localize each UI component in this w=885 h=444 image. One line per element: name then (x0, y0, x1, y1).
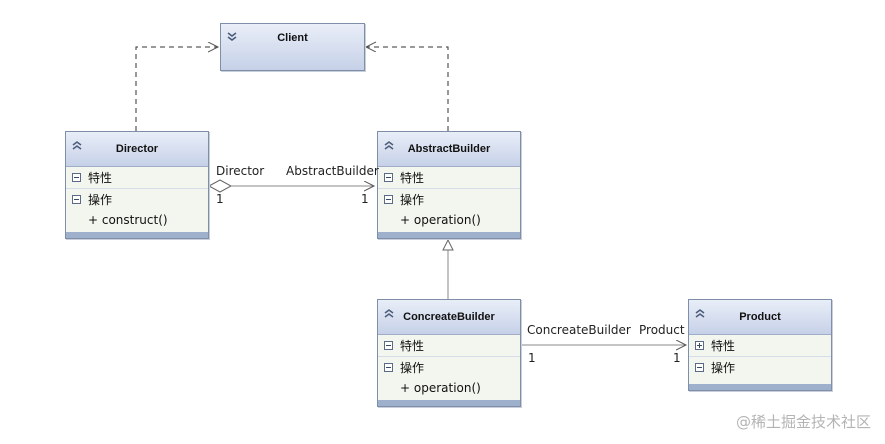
operations-label: 操作 (400, 193, 425, 207)
class-header: Director (66, 132, 208, 167)
collapse-chevron-up-icon[interactable] (383, 139, 395, 151)
class-abstract-builder[interactable]: AbstractBuilder 特性 操作 + operation() (377, 131, 521, 239)
class-name: ConcreateBuilder (403, 311, 495, 323)
dependency-director-client (135, 47, 218, 131)
attributes-label: 特性 (400, 171, 425, 185)
class-name: Client (277, 32, 308, 44)
attributes-section[interactable]: 特性 (378, 335, 520, 357)
expand-toggle-icon[interactable] (695, 341, 704, 350)
attributes-label: 特性 (711, 339, 736, 353)
collapse-toggle-icon[interactable] (384, 195, 393, 204)
class-header: AbstractBuilder (378, 132, 520, 167)
multiplicity-product: 1 (673, 351, 681, 365)
role-label-director: Director (216, 164, 265, 178)
attributes-section[interactable]: 特性 (689, 335, 831, 357)
operations-label: 操作 (711, 361, 736, 375)
class-header: Product (689, 300, 831, 335)
operation-item[interactable]: + operation() (400, 381, 481, 395)
class-footer (689, 384, 831, 390)
watermark: @稀土掘金技术社区 (735, 413, 871, 431)
dependency-builder-client (366, 47, 449, 131)
collapse-chevron-up-icon[interactable] (694, 307, 706, 319)
class-name: Product (739, 311, 781, 323)
class-header: Client (221, 24, 364, 52)
class-header: ConcreateBuilder (378, 300, 520, 335)
class-name: AbstractBuilder (407, 143, 491, 155)
class-footer (66, 232, 208, 238)
operations-section[interactable]: 操作 (378, 357, 520, 378)
generalization-triangle (442, 238, 454, 251)
operations-label: 操作 (88, 193, 113, 207)
role-label-abstract-builder: AbstractBuilder (286, 164, 379, 178)
class-name: Director (115, 143, 159, 155)
class-footer (378, 400, 520, 406)
collapse-chevron-up-icon[interactable] (383, 307, 395, 319)
collapse-toggle-icon[interactable] (72, 173, 81, 182)
collapse-chevron-down-icon[interactable] (226, 31, 238, 43)
attributes-section[interactable]: 特性 (378, 167, 520, 189)
collapse-toggle-icon[interactable] (384, 363, 393, 372)
role-label-concrete-builder: ConcreateBuilder (527, 323, 631, 337)
collapse-toggle-icon[interactable] (384, 173, 393, 182)
attributes-label: 特性 (88, 171, 113, 185)
multiplicity-director: 1 (216, 192, 224, 206)
collapse-toggle-icon[interactable] (72, 195, 81, 204)
class-client[interactable]: Client (220, 23, 365, 71)
class-concrete-builder[interactable]: ConcreateBuilder 特性 操作 + operation() (377, 299, 521, 407)
operations-section[interactable]: 操作 (378, 189, 520, 210)
class-product[interactable]: Product 特性 操作 (688, 299, 832, 391)
operations-label: 操作 (400, 361, 425, 375)
operation-item[interactable]: + operation() (400, 213, 481, 227)
class-director[interactable]: Director 特性 操作 + construct() (65, 131, 209, 239)
multiplicity-abstract-builder: 1 (361, 192, 369, 206)
collapse-chevron-up-icon[interactable] (71, 139, 83, 151)
aggregation-diamond (207, 179, 233, 193)
role-label-product: Product (639, 323, 685, 337)
operations-section[interactable]: 操作 (689, 357, 831, 378)
multiplicity-concrete-builder: 1 (528, 351, 536, 365)
collapse-toggle-icon[interactable] (384, 341, 393, 350)
operations-section[interactable]: 操作 (66, 189, 208, 210)
class-footer (378, 232, 520, 238)
operation-item[interactable]: + construct() (88, 213, 168, 227)
attributes-section[interactable]: 特性 (66, 167, 208, 189)
attributes-label: 特性 (400, 339, 425, 353)
collapse-toggle-icon[interactable] (695, 363, 704, 372)
